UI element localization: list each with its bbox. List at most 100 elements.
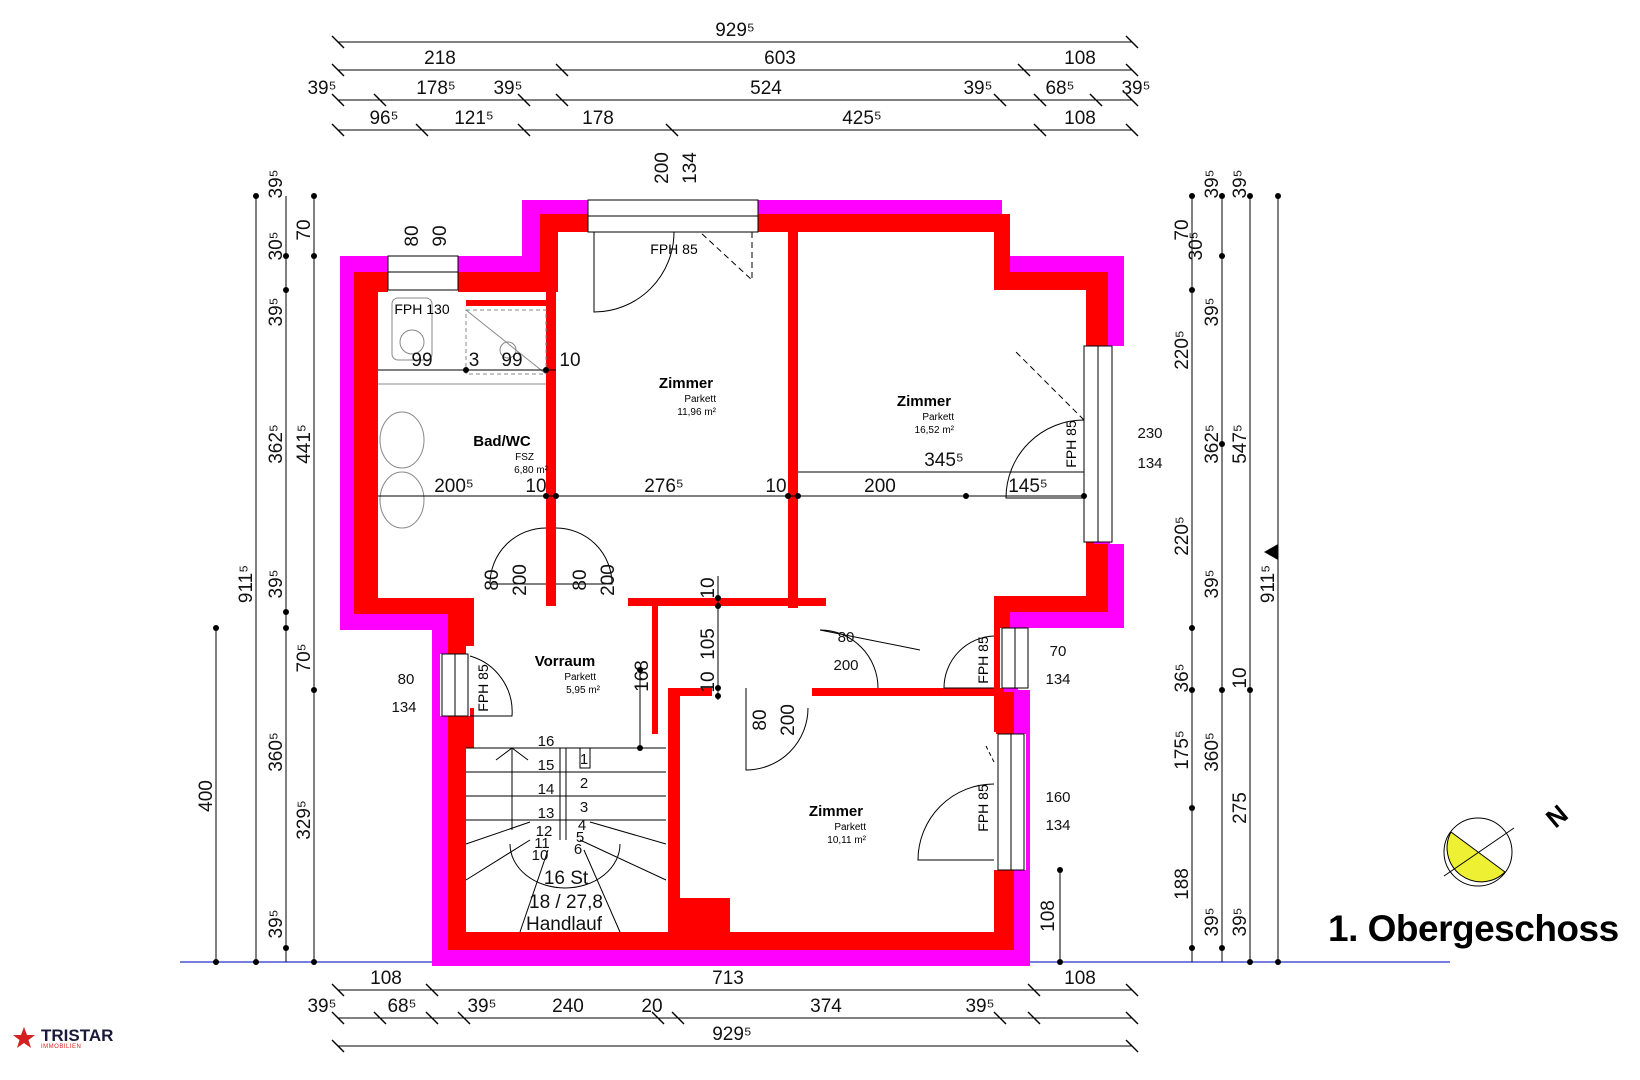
room-zimmer-south: Zimmer Parkett 10,11 m² [809,803,867,846]
dim-top-2: 603 [764,48,796,69]
dim-int-13: 145⁵ [1008,476,1048,497]
dimension-lines [215,41,1279,1047]
floor-title: 1. Obergeschoss [1328,908,1619,949]
dim-int-12: 200 [864,476,896,497]
dim-int-29: 70 [1050,643,1067,660]
dim-top-5: 178⁵ [416,78,456,99]
dim-right-6: 362⁵ [1202,424,1223,464]
north-arrow-icon: N [1443,799,1574,887]
stair-number: 5 [576,829,584,846]
dim-int-17: 80 [482,569,503,590]
dim-bottom-4: 68⁵ [387,996,416,1017]
section-marker [1264,544,1278,560]
company-logo: TRISTAR IMMOBILIEN [12,1026,113,1050]
dim-right-5: 220⁵ [1172,330,1193,370]
stair-number: 12 [536,823,553,840]
dim-bottom-5: 39⁵ [467,996,496,1017]
dim-bottom-1: 713 [712,968,744,989]
dim-right-7: 547⁵ [1230,424,1251,464]
dim-top-10: 39⁵ [1121,78,1150,99]
dim-int-2: 80 [402,225,423,246]
dim-left-1: 30⁵ [266,231,287,260]
dim-top-7: 524 [750,78,782,99]
fph-label-vorraum: FPH 85 [475,664,491,712]
room-zimmer-north: Zimmer Parkett 11,96 m² [659,375,717,418]
room-floor: Parkett [922,412,954,423]
stair-number: 11 [534,835,550,852]
dim-bottom-9: 39⁵ [965,996,994,1017]
dim-int-21: 10 [698,577,719,598]
dim-left-10: 329⁵ [294,800,315,840]
stair-number: 15 [538,757,555,774]
dim-bottom-6: 240 [552,996,584,1017]
stair-number: 13 [538,805,555,822]
dimension-ticks [331,35,1139,1053]
dim-left-7: 39⁵ [266,569,287,598]
dim-int-23: 10 [698,671,719,692]
dim-top-4: 39⁵ [307,78,336,99]
room-area: 11,96 m² [677,407,716,418]
logo-subtitle: IMMOBILIEN [41,1043,82,1050]
dim-top-14: 425⁵ [842,108,882,129]
dim-int-10: 276⁵ [644,476,684,497]
bathroom-fixtures [378,297,547,529]
dim-right-15: 275 [1230,792,1251,824]
star-icon [13,1027,35,1048]
stair-number: 10 [532,847,549,864]
dim-right-9: 39⁵ [1202,569,1223,598]
dim-int-16: 134 [1137,455,1162,472]
fph-label-bath: FPH 130 [394,301,449,317]
stair-number: 3 [580,799,588,816]
dim-top-6: 39⁵ [493,78,522,99]
dim-bottom-8: 374 [810,996,842,1017]
dim-int-27: 80 [398,671,415,688]
dim-left-0: 39⁵ [266,169,287,198]
windows [387,199,1113,871]
stair-ratio: 18 / 27,8 [529,892,603,913]
dim-int-4: 99 [411,350,432,371]
dim-left-8: 70⁵ [294,643,315,672]
stair-number: 16 [538,733,555,750]
dim-top-0: 929⁵ [715,20,755,41]
dim-int-35: 108 [1038,900,1059,932]
room-area: 6,80 m² [514,465,549,476]
dim-int-7: 10 [559,350,580,371]
north-label: N [1540,799,1574,834]
dim-left-4: 362⁵ [266,424,287,464]
dim-int-8: 200⁵ [434,476,474,497]
dim-left-6: 911⁵ [236,565,257,603]
dim-int-25: 200 [778,704,799,736]
dimension-dots [213,193,1281,965]
dim-int-15: 230 [1137,425,1162,442]
dim-left-9: 360⁵ [266,732,287,772]
dim-right-1: 39⁵ [1230,169,1251,198]
dim-right-18: 39⁵ [1230,907,1251,936]
fph-label-ne: FPH 85 [975,636,991,684]
dim-int-28: 134 [391,699,416,716]
dim-int-0: 200 [652,152,673,184]
stair-number: 1 [580,751,588,768]
room-name: Zimmer [809,803,863,820]
dim-left-2: 70 [294,219,315,240]
logo-wordmark: TRISTAR [41,1025,114,1045]
dim-top-12: 121⁵ [454,108,494,129]
dim-int-18: 200 [510,564,531,596]
fph-label-se: FPH 85 [975,784,991,832]
dim-top-9: 68⁵ [1045,78,1074,99]
stair-steps: 16 St [544,868,589,889]
dim-right-14: 360⁵ [1202,732,1223,772]
dim-int-31: 80 [838,629,855,646]
dim-bottom-7: 20 [641,996,662,1017]
dim-top-15: 108 [1064,108,1096,129]
dim-right-3: 30⁵ [1186,231,1207,260]
room-vorraum: Vorraum Parkett 5,95 m² [535,653,601,696]
dim-right-17: 39⁵ [1202,907,1223,936]
doors [469,231,1085,861]
building-walls [340,198,1124,966]
dim-int-24: 80 [750,709,771,730]
room-area: 10,11 m² [827,835,866,846]
room-name: Zimmer [897,393,951,410]
stair-handrail: Handlauf [526,914,603,935]
fph-label-top: FPH 85 [650,241,698,257]
dim-right-8: 220⁵ [1172,516,1193,556]
